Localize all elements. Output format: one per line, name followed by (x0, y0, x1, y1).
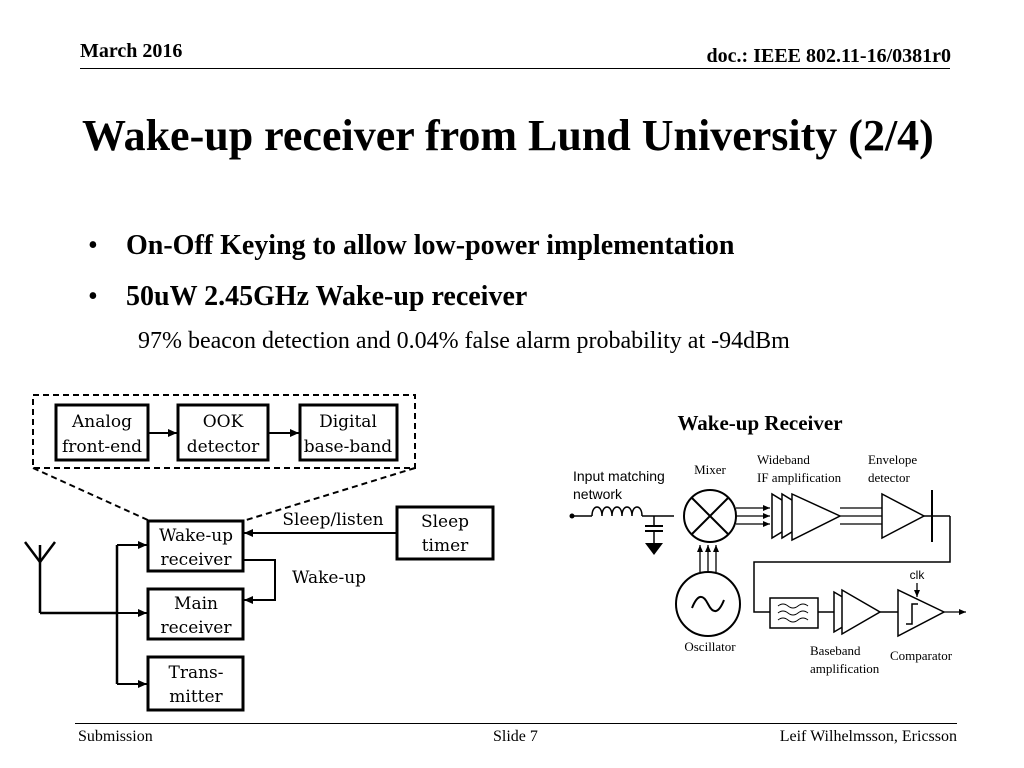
zoom-line-left (32, 467, 151, 522)
clk-label: clk (910, 568, 926, 582)
svg-text:timer: timer (422, 536, 469, 556)
svg-text:base-band: base-band (304, 437, 393, 457)
footer-author: Leif Wilhelmsson, Ericsson (779, 728, 957, 745)
inductor-icon (591, 506, 643, 517)
input-matching-label-2: network (573, 486, 623, 502)
bullet-text: 50uW 2.45GHz Wake-up receiver (126, 281, 528, 312)
footer-submission: Submission (78, 728, 153, 745)
svg-text:Wake-up: Wake-up (159, 526, 233, 546)
mixer-label: Mixer (694, 462, 726, 477)
transmitter-block: Trans- mitter (146, 655, 245, 712)
bullet-dot-icon: • (88, 281, 98, 312)
antenna-icon (24, 541, 56, 613)
slide-title: Wake-up receiver from Lund University (2… (82, 111, 934, 160)
sub-bullet-text: 97% beacon detection and 0.04% false ala… (138, 328, 790, 354)
wideband-label: Wideband (757, 452, 810, 467)
baseband-label-2: amplification (810, 661, 880, 676)
svg-text:Main: Main (174, 594, 218, 614)
header-doc-id: doc.: IEEE 802.11-16/0381r0 (706, 45, 951, 67)
envelope-label: Envelope (868, 452, 917, 467)
arrow-wake-up (243, 559, 276, 604)
baseband-filter-icon (769, 597, 819, 629)
bullet-item: • 50uW 2.45GHz Wake-up receiver (88, 281, 527, 313)
svg-text:Sleep: Sleep (421, 512, 469, 532)
svg-text:detector: detector (187, 437, 260, 457)
svg-text:Trans-: Trans- (168, 663, 223, 683)
svg-text:Analog: Analog (71, 412, 132, 432)
comparator-icon (897, 588, 946, 638)
ook-detector-block: OOK detector (176, 403, 270, 462)
baseband-amplifier-icon (833, 588, 882, 636)
main-receiver-block: Main receiver (146, 587, 245, 641)
svg-text:OOK: OOK (203, 412, 244, 432)
capacitor-ground-icon (645, 516, 663, 555)
sleep-listen-label: Sleep/listen (282, 510, 383, 530)
svg-text:receiver: receiver (161, 550, 233, 570)
digital-baseband-block: Digital base-band (298, 403, 399, 462)
footer-slide-number: Slide 7 (493, 728, 538, 745)
system-block-diagram: Analog front-end OOK detector Digital ba… (24, 394, 495, 712)
envelope-detector-icon (881, 490, 950, 542)
comparator-label: Comparator (890, 648, 953, 663)
header-date: March 2016 (80, 40, 183, 62)
envelope-label-2: detector (868, 470, 911, 485)
wideband-label-2: IF amplification (757, 470, 842, 485)
wake-up-label: Wake-up (292, 568, 366, 588)
wur-detail-enclosure (32, 394, 416, 469)
svg-text:mitter: mitter (169, 687, 223, 707)
wake-up-receiver-diagram: Wake-up Receiver Input matching network … (569, 411, 966, 676)
header-rule (80, 68, 950, 69)
analog-front-end-block: Analog front-end (54, 403, 150, 462)
oscillator-icon (675, 571, 741, 637)
svg-text:Digital: Digital (319, 412, 377, 432)
sleep-timer-block: Sleep timer (395, 505, 495, 561)
oscillator-label: Oscillator (684, 639, 736, 654)
bullet-text: On-Off Keying to allow low-power impleme… (126, 230, 735, 261)
svg-text:front-end: front-end (62, 437, 142, 457)
bullet-dot-icon: • (88, 230, 98, 261)
input-matching-label: Input matching (573, 468, 665, 484)
bullet-item: • On-Off Keying to allow low-power implem… (88, 230, 734, 262)
mixer-icon (683, 489, 737, 543)
footer-rule (75, 723, 957, 724)
wake-up-receiver-block: Wake-up receiver (146, 519, 245, 573)
receiver-diagram-title: Wake-up Receiver (677, 411, 842, 435)
baseband-label: Baseband (810, 643, 861, 658)
svg-text:receiver: receiver (161, 618, 233, 638)
if-amplifier-icon (771, 492, 842, 542)
